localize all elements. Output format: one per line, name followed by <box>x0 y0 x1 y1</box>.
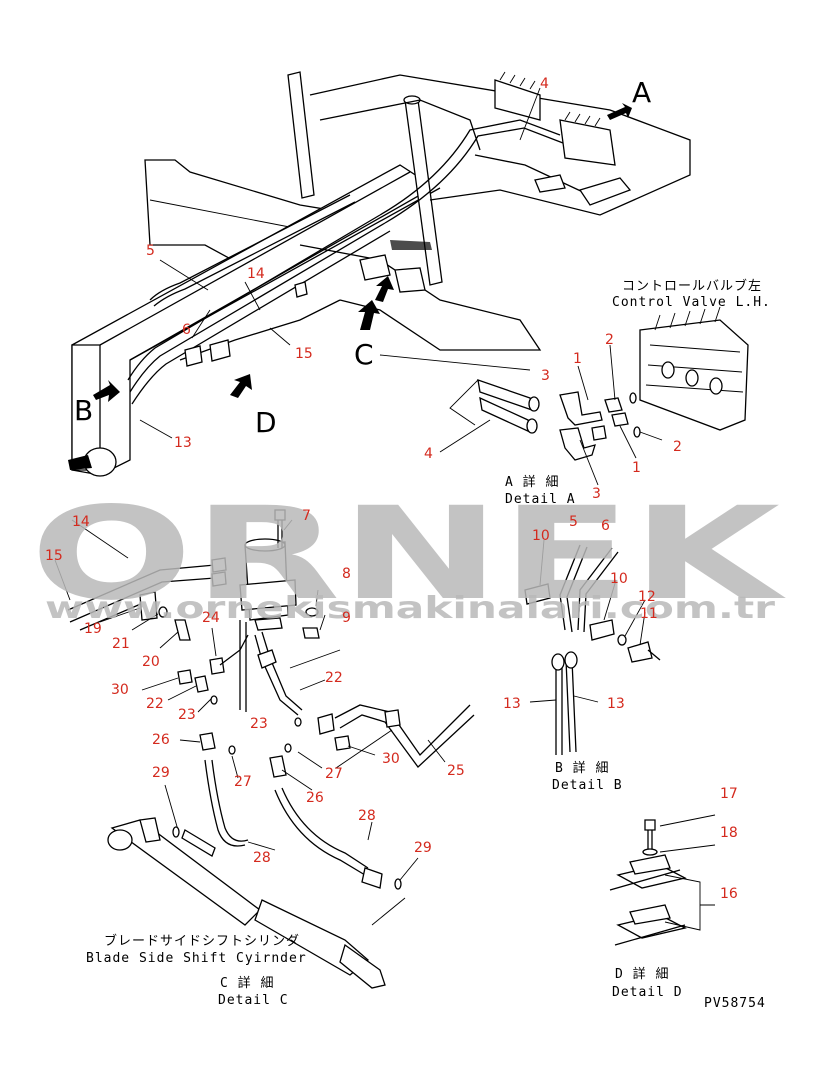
part-label: 24 <box>202 610 220 626</box>
blade-side-shift-cylinder <box>107 817 406 989</box>
part-label: 5 <box>569 514 578 530</box>
caption-control-valve-en: Control Valve L.H. <box>612 295 771 310</box>
part-label: 9 <box>342 610 351 626</box>
part-label: 3 <box>592 486 601 502</box>
view-letter-c: C <box>354 338 374 371</box>
arrow-a <box>607 103 632 120</box>
part-labels: 4 5 14 6 15 13 3 4 1 2 2 1 3 7 14 15 8 9… <box>45 76 738 902</box>
watermark: ORNEK www.ornekismakinalari.com.tr <box>30 480 787 629</box>
part-label: 15 <box>295 346 313 362</box>
part-label: 17 <box>720 786 738 802</box>
part-label: 13 <box>503 696 521 712</box>
part-label: 23 <box>250 716 268 732</box>
watermark-url: www.ornekismakinalari.com.tr <box>45 591 775 626</box>
part-label: 30 <box>382 751 400 767</box>
part-label: 6 <box>182 322 191 338</box>
part-label: 13 <box>174 435 192 451</box>
part-label: 13 <box>607 696 625 712</box>
part-label: 22 <box>325 670 343 686</box>
part-label: 15 <box>45 548 63 564</box>
caption-detail-c-jp: C 詳 細 <box>220 975 274 991</box>
part-label: 4 <box>540 76 549 92</box>
drawing-number: PV58754 <box>704 996 766 1011</box>
part-label: 4 <box>424 446 433 462</box>
caption-detail-c-en: Detail C <box>218 993 289 1008</box>
arrow-d <box>230 374 252 398</box>
caption-detail-d-jp: D 詳 細 <box>615 966 669 982</box>
part-label: 2 <box>673 439 682 455</box>
caption-control-valve-jp: コントロールバルブ左 <box>622 278 762 294</box>
control-valve-top <box>494 71 616 166</box>
caption-detail-a-en: Detail A <box>505 492 576 507</box>
part-label: 5 <box>146 243 155 259</box>
part-label: 22 <box>146 696 164 712</box>
part-label: 10 <box>610 571 628 587</box>
part-label: 18 <box>720 825 738 841</box>
part-label: 2 <box>605 332 614 348</box>
detail-a-view <box>439 306 749 486</box>
caption-detail-a-jp: A 詳 細 <box>505 474 559 490</box>
part-label: 19 <box>84 621 102 637</box>
part-label: 28 <box>358 808 376 824</box>
part-label: 7 <box>302 508 311 524</box>
part-label: 1 <box>573 351 582 367</box>
part-label: 25 <box>447 763 465 779</box>
part-label: 21 <box>112 636 130 652</box>
part-label: 29 <box>414 840 432 856</box>
view-letter-d: D <box>255 406 277 439</box>
arrow-c <box>358 300 380 330</box>
part-label: 14 <box>72 514 90 530</box>
part-label: 27 <box>234 774 252 790</box>
part-label: 3 <box>541 368 550 384</box>
detail-c-view <box>54 509 475 989</box>
view-letter-a: A <box>632 76 651 109</box>
view-letter-b: B <box>74 394 93 427</box>
part-label: 29 <box>152 765 170 781</box>
part-label: 1 <box>632 460 641 476</box>
caption-detail-b-jp: B 詳 細 <box>555 760 609 776</box>
caption-cylinder-en: Blade Side Shift Cyirnder <box>86 951 307 966</box>
main-assembly-view <box>68 71 691 477</box>
caption-detail-b-en: Detail B <box>552 778 623 793</box>
detail-d-view <box>609 814 716 946</box>
control-valve-lh <box>639 306 749 431</box>
part-label: 6 <box>601 518 610 534</box>
part-label: 28 <box>253 850 271 866</box>
watermark-brand: ORNEK <box>30 480 787 629</box>
part-label: 12 <box>638 589 656 605</box>
part-label: 27 <box>325 766 343 782</box>
part-label: 26 <box>306 790 324 806</box>
part-label: 14 <box>247 266 265 282</box>
part-label: 23 <box>178 707 196 723</box>
arrow-b <box>93 380 120 402</box>
part-label: 30 <box>111 682 129 698</box>
part-label: 26 <box>152 732 170 748</box>
detail-b-view <box>524 539 661 755</box>
part-label: 10 <box>532 528 550 544</box>
caption-detail-d-en: Detail D <box>612 985 683 1000</box>
part-label: 16 <box>720 886 738 902</box>
part-label: 20 <box>142 654 160 670</box>
part-label: 11 <box>640 606 658 622</box>
caption-cylinder-jp: ブレードサイドシフトシリンダ <box>104 933 300 949</box>
part-label: 8 <box>342 566 351 582</box>
